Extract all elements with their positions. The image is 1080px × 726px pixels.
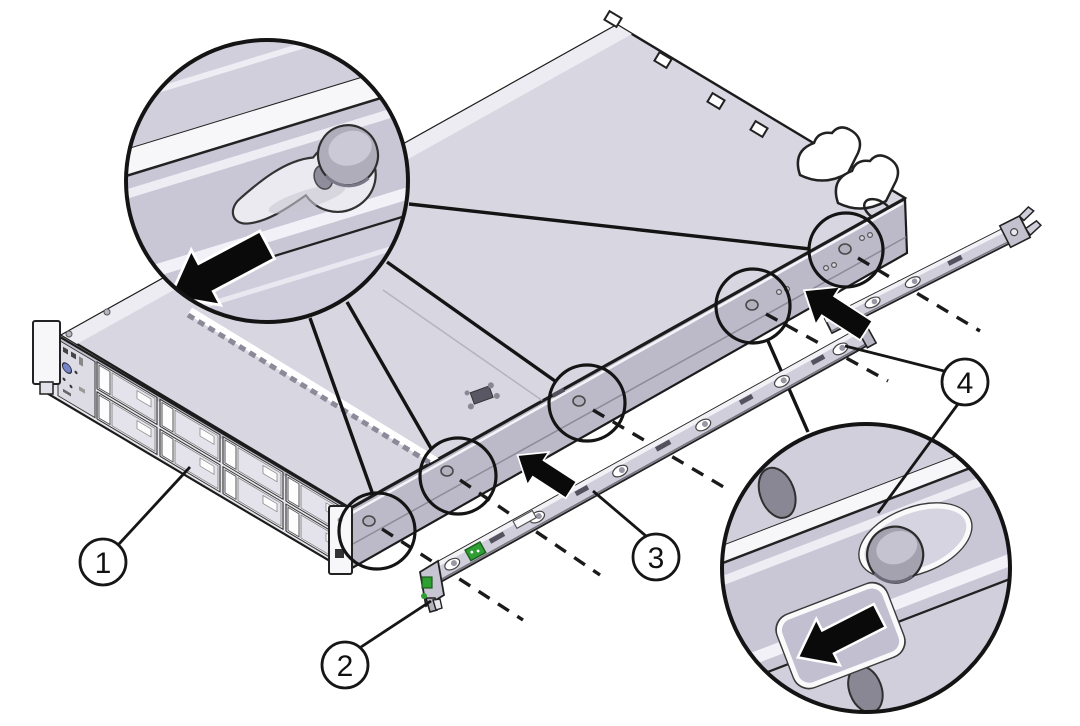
locating-post	[572, 395, 586, 407]
bracket-latch	[512, 509, 538, 530]
insert-direction-arrow-icon	[802, 285, 874, 342]
rail-oval-hole	[757, 466, 797, 519]
callout-4-label: 4	[957, 367, 974, 400]
locating-post	[362, 515, 376, 527]
slide-direction-arrow-icon	[168, 229, 277, 308]
post-highlight-circles	[337, 211, 885, 571]
post-highlight-circle	[547, 363, 627, 443]
rear-cable-hooks	[796, 126, 900, 223]
cover-crease	[382, 289, 554, 409]
callout-2: 2	[320, 599, 432, 690]
side-hole	[866, 232, 873, 239]
post-highlight-circle	[807, 211, 885, 289]
vent-row	[186, 312, 478, 494]
insert-direction-arrow-icon	[516, 451, 578, 500]
side-hole	[830, 262, 837, 269]
bracket-keyholes	[444, 342, 849, 571]
cover-release-icon	[464, 382, 500, 410]
bracket-slots	[488, 354, 826, 544]
callout-3-label: 3	[648, 542, 665, 575]
cover-screw	[103, 308, 111, 316]
release-button-detail-circle	[720, 422, 1012, 714]
post-highlight-circle	[337, 491, 417, 571]
right-ear-latch	[335, 549, 344, 558]
side-seam	[350, 236, 907, 546]
cover-screw	[65, 330, 73, 338]
front-green-dot	[421, 593, 427, 599]
left-ear-tab	[39, 381, 54, 395]
side-hole	[822, 265, 829, 272]
bracket-pcb	[464, 540, 487, 562]
side-hole	[775, 289, 782, 296]
mounting-bracket-rail	[419, 320, 878, 613]
vent-row-highlight	[187, 307, 481, 491]
callout-1-label: 1	[95, 547, 112, 580]
keyhole-detail-circle	[124, 38, 410, 324]
locating-post	[745, 299, 759, 311]
callouts: 1 2 3 4	[78, 344, 990, 690]
locating-post	[838, 243, 852, 255]
callout-3: 3	[592, 489, 681, 582]
side-hole	[858, 235, 865, 242]
drive-bays	[96, 361, 347, 568]
post-highlight-circle	[714, 267, 792, 345]
callout-1: 1	[78, 466, 192, 587]
left-rack-ear	[32, 320, 61, 385]
callout-2-label: 2	[337, 650, 354, 683]
front-panel	[45, 328, 350, 574]
side-top-highlight	[351, 201, 904, 515]
post-highlight-circle	[418, 436, 498, 516]
callout-4: 4	[844, 344, 990, 514]
side-slot	[551, 387, 566, 398]
chassis-locating-posts	[362, 232, 873, 527]
power-led	[62, 362, 72, 374]
bracket-front-end	[419, 559, 445, 613]
release-direction-arrow-icon	[795, 602, 888, 667]
locating-post	[440, 465, 454, 477]
rear-edge-tabs	[603, 9, 769, 139]
front-pcb	[421, 576, 433, 589]
